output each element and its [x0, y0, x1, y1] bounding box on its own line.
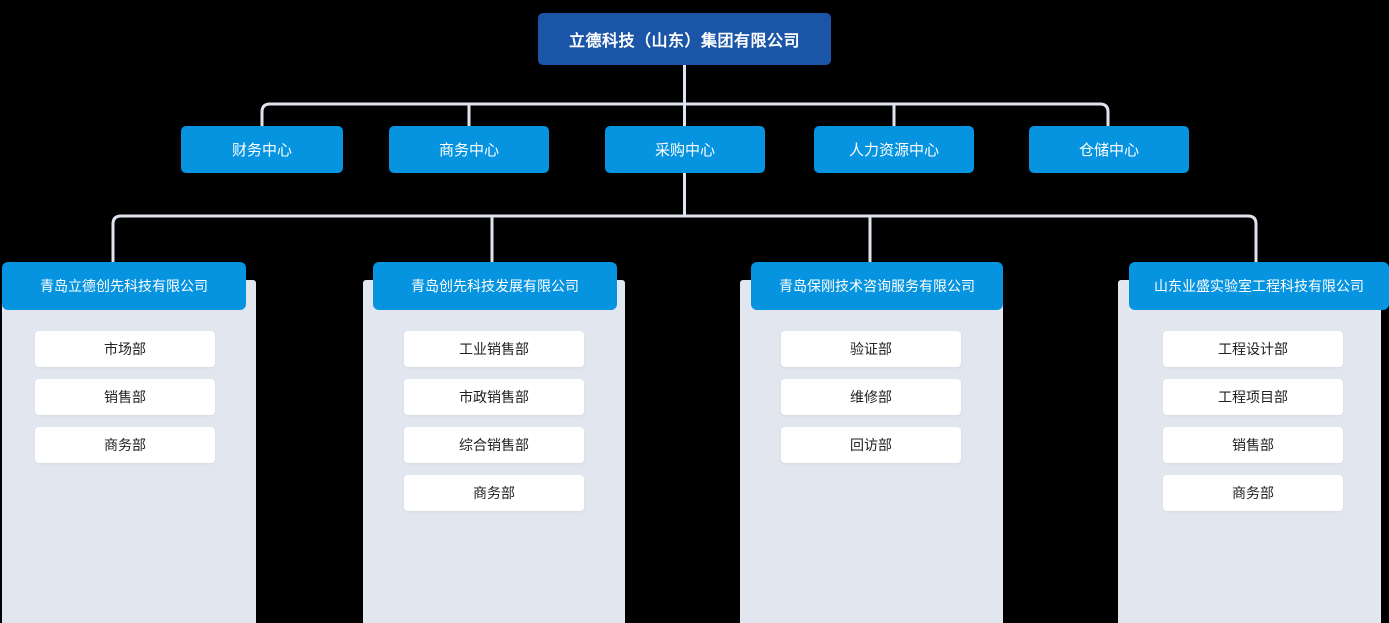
center-node-label: 采购中心 [654, 142, 715, 159]
department-label: 商务部 [473, 485, 515, 501]
center-node-label: 商务中心 [438, 142, 499, 159]
subsidiary-header-2[interactable]: 青岛创先科技发展有限公司 [373, 262, 617, 310]
center-node-hr[interactable]: 人力资源中心 [814, 126, 974, 173]
department-box[interactable]: 验证部 [781, 331, 961, 367]
center-node-label: 人力资源中心 [848, 142, 939, 159]
subsidiary-header-1[interactable]: 青岛立德创先科技有限公司 [2, 262, 246, 310]
department-label: 商务部 [1232, 485, 1274, 501]
center-node-label: 仓储中心 [1078, 142, 1139, 159]
root-node[interactable]: 立德科技（山东）集团有限公司 [538, 13, 831, 65]
department-label: 市场部 [104, 341, 146, 357]
department-label: 验证部 [850, 341, 892, 357]
center-node-finance[interactable]: 财务中心 [181, 126, 343, 173]
department-label: 工程设计部 [1218, 341, 1288, 357]
department-box[interactable]: 销售部 [1163, 427, 1343, 463]
department-box[interactable]: 综合销售部 [404, 427, 584, 463]
center-node-business[interactable]: 商务中心 [389, 126, 549, 173]
subsidiary-header-label: 青岛保刚技术咨询服务有限公司 [779, 278, 975, 294]
subsidiary-header-4[interactable]: 山东业盛实验室工程科技有限公司 [1129, 262, 1389, 310]
department-box[interactable]: 工业销售部 [404, 331, 584, 367]
department-label: 销售部 [1232, 437, 1274, 453]
department-box[interactable]: 商务部 [35, 427, 215, 463]
department-label: 商务部 [104, 437, 146, 453]
department-box[interactable]: 回访部 [781, 427, 961, 463]
department-box[interactable]: 商务部 [404, 475, 584, 511]
department-box[interactable]: 市政销售部 [404, 379, 584, 415]
department-box[interactable]: 维修部 [781, 379, 961, 415]
department-label: 销售部 [104, 389, 146, 405]
subsidiary-header-label: 山东业盛实验室工程科技有限公司 [1154, 278, 1364, 294]
center-node-procurement[interactable]: 采购中心 [605, 126, 765, 173]
center-node-warehouse[interactable]: 仓储中心 [1029, 126, 1189, 173]
root-node-label: 立德科技（山东）集团有限公司 [568, 33, 800, 50]
subsidiary-header-label: 青岛创先科技发展有限公司 [411, 278, 579, 294]
department-box[interactable]: 销售部 [35, 379, 215, 415]
department-label: 工程项目部 [1218, 389, 1288, 405]
department-label: 工业销售部 [459, 341, 529, 357]
department-label: 综合销售部 [459, 437, 529, 453]
department-box[interactable]: 市场部 [35, 331, 215, 367]
department-box[interactable]: 工程项目部 [1163, 379, 1343, 415]
department-box[interactable]: 商务部 [1163, 475, 1343, 511]
center-node-label: 财务中心 [231, 142, 292, 159]
department-label: 市政销售部 [459, 389, 529, 405]
subsidiary-header-label: 青岛立德创先科技有限公司 [40, 278, 208, 294]
department-label: 回访部 [850, 437, 892, 453]
department-label: 维修部 [850, 389, 892, 405]
department-box[interactable]: 工程设计部 [1163, 331, 1343, 367]
subsidiary-header-3[interactable]: 青岛保刚技术咨询服务有限公司 [751, 262, 1003, 310]
